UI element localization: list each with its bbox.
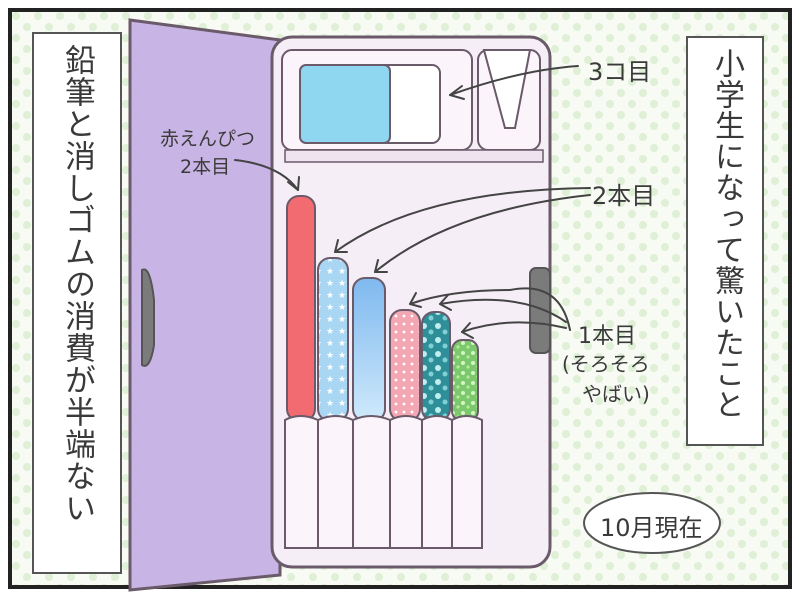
- label-second-pencils: 2本目: [592, 182, 656, 210]
- right-caption: 小学生になって驚いたこと: [709, 48, 744, 420]
- left-caption-box: [32, 32, 122, 574]
- label-first-pencils-line3: やばい): [582, 382, 650, 406]
- label-first-pencils-line1: 1本目: [578, 324, 636, 349]
- teal-pencil: [421, 311, 451, 422]
- blue-star-pencil: [317, 257, 349, 422]
- pink-pencil: [389, 309, 421, 422]
- label-red-pencil-line2: 2本目: [180, 156, 231, 178]
- blue-pencil: [352, 277, 386, 422]
- arrows: [234, 65, 591, 339]
- label-red-pencil-line1: 赤えんぴつ: [160, 128, 256, 150]
- left-caption: 鉛筆と消しゴムの消費が半端ない: [59, 44, 95, 524]
- label-eraser: 3コ目: [588, 58, 652, 86]
- green-pencil: [451, 339, 479, 422]
- date-badge: 10月現在: [600, 514, 703, 542]
- pencil-holder: [284, 415, 483, 549]
- case-lid: [128, 18, 282, 592]
- red-pencil: [286, 195, 316, 422]
- label-first-pencils-line2: (そろそろ: [562, 352, 650, 376]
- date-badge-shape: [583, 492, 721, 554]
- right-caption-box: [686, 36, 764, 446]
